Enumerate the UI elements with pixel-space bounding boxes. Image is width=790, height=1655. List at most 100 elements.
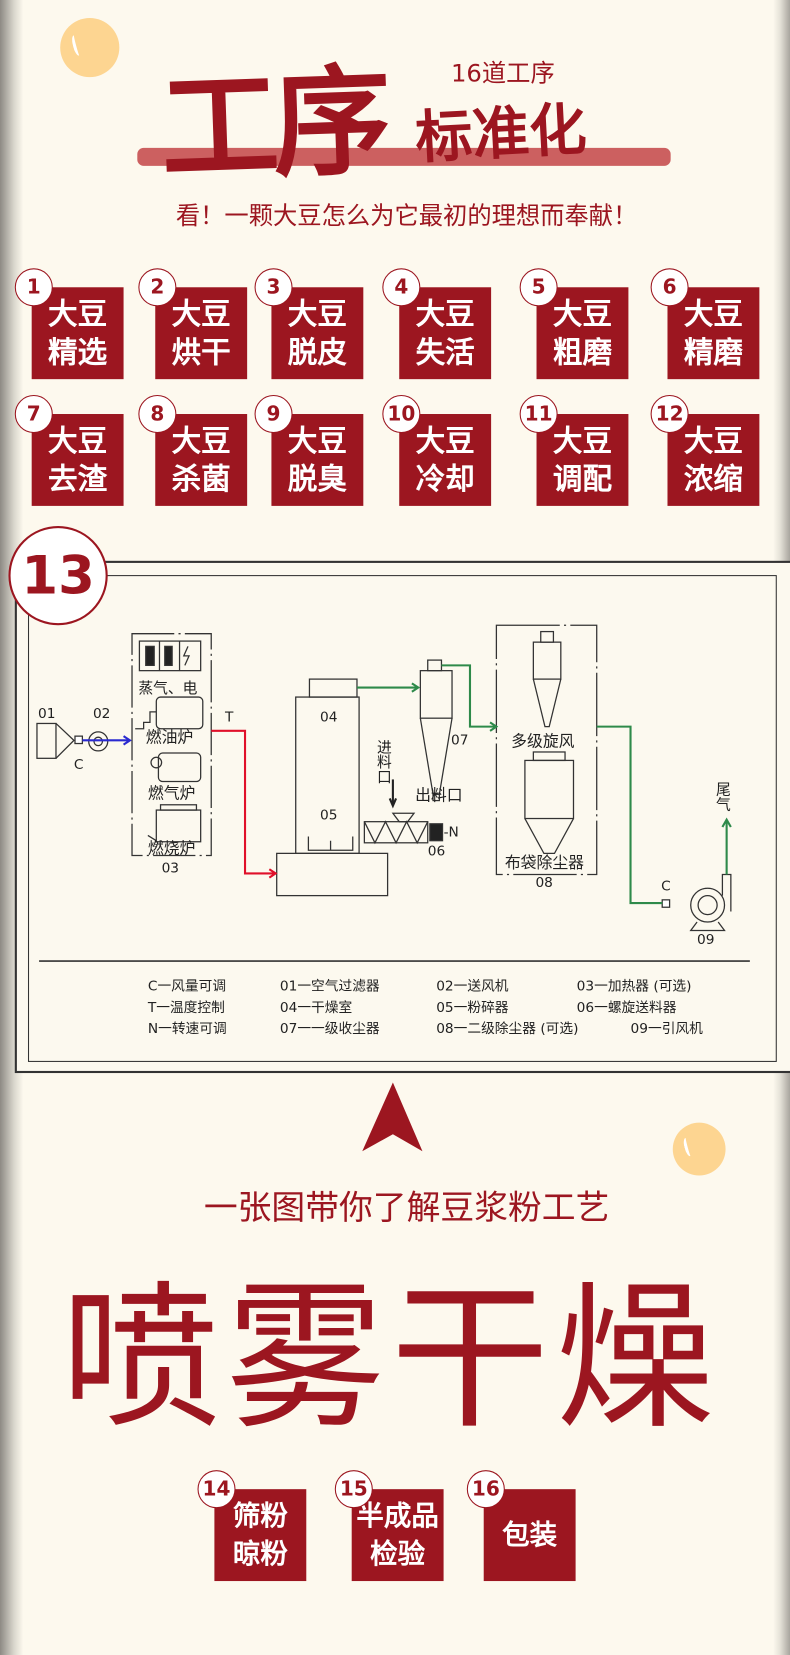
legend-item: 09一引风机: [631, 1021, 704, 1037]
step-number: 16: [466, 1470, 505, 1509]
label-01: 01: [38, 706, 55, 722]
label-05: 05: [320, 808, 337, 824]
decor-dot-2: [672, 1122, 726, 1176]
label-steam-electric: 蒸气、电: [138, 680, 197, 697]
label-02: 02: [93, 706, 110, 722]
legend-item: 02一送风机: [436, 979, 509, 995]
step-line-1: 半成品: [356, 1500, 439, 1532]
label-t: T: [224, 709, 234, 725]
step-number: 10: [382, 395, 421, 434]
label-n: -N: [444, 824, 459, 840]
step-number: 7: [14, 395, 53, 434]
step-number: 6: [650, 268, 689, 307]
label-06: 06: [428, 843, 445, 859]
step-line-2: 精选: [48, 334, 108, 370]
step-line-1: 大豆: [683, 296, 744, 332]
legend-item: 06一螺旋送料器: [577, 1000, 677, 1016]
legend-item: 07一一级收尘器: [280, 1021, 380, 1037]
legend-item: N一转速可调: [148, 1021, 227, 1037]
step-13-number: 13: [8, 525, 108, 626]
label-burn-furnace: 燃烧炉: [148, 838, 196, 857]
step-line-1: 大豆: [552, 296, 613, 332]
step-line-1: 大豆: [48, 422, 108, 458]
step-line-1: 大豆: [683, 422, 744, 458]
step-number: 12: [650, 395, 689, 434]
step-line-2: 去渣: [48, 461, 108, 496]
step-line-2: 失活: [415, 334, 475, 370]
label-multi-cyclone: 多级旋风: [511, 732, 574, 751]
step-line-2: 脱臭: [287, 461, 347, 496]
label-exhaust: 尾气: [714, 782, 731, 812]
spray-drying-process-diagram: 01 02 C 03 T 04 05 07 06 -N 08 09 C 蒸气、电…: [14, 560, 790, 1152]
label-c-valve: C: [74, 757, 84, 773]
legend-item: 03一加热器 (可选): [577, 979, 692, 995]
step-number: 9: [254, 395, 293, 434]
step-line-2: 杀菌: [171, 461, 231, 496]
step-number: 8: [138, 395, 177, 434]
step-line-1: 大豆: [287, 296, 347, 332]
step-count-label: 16道工序: [450, 60, 555, 88]
label-08: 08: [535, 875, 552, 891]
label-gas-furnace: 燃气炉: [148, 783, 196, 802]
step-line-1: 大豆: [287, 422, 347, 458]
step-number: 5: [519, 268, 558, 307]
step-line-1: 大豆: [415, 422, 475, 458]
final-step-badge: 16 包装: [466, 1470, 576, 1582]
step-line-2: 脱皮: [287, 334, 347, 370]
label-oil-furnace: 燃油炉: [146, 727, 194, 746]
step-line-2: 检验: [370, 1538, 426, 1570]
legend-item: 01一空气过滤器: [280, 979, 380, 995]
legend-item: C一风量可调: [148, 979, 226, 995]
label-bag-filter: 布袋除尘器: [505, 853, 584, 872]
step-number: 2: [138, 268, 177, 307]
step-number: 3: [254, 268, 293, 307]
step-line-1: 大豆: [48, 296, 108, 332]
step-line-1: 大豆: [415, 296, 475, 332]
section-title: 喷雾干燥: [61, 1267, 721, 1452]
section-caption: 一张图带你了解豆浆粉工艺: [203, 1187, 610, 1228]
label-04: 04: [320, 709, 337, 725]
legend-item: T一温度控制: [147, 1000, 225, 1016]
label-feed-in: 进料口: [375, 739, 392, 784]
legend-item: 08一二级除尘器 (可选): [436, 1021, 578, 1037]
step-line-2: 晾粉: [232, 1538, 288, 1570]
label-03: 03: [162, 860, 179, 876]
step-number: 14: [197, 1470, 236, 1509]
legend-item: 05一粉碎器: [436, 1000, 509, 1016]
label-feed-out: 出料口: [415, 786, 463, 805]
step-number: 11: [519, 395, 558, 434]
step-number: 4: [382, 268, 421, 307]
step-line-2: 浓缩: [683, 461, 744, 496]
step-line-1: 大豆: [552, 422, 613, 458]
step-line-1: 包装: [502, 1519, 558, 1551]
label-c-valve-2: C: [661, 878, 671, 894]
step-line-1: 大豆: [171, 422, 231, 458]
title-underline-bar: [137, 147, 671, 166]
step-line-1: 大豆: [171, 296, 231, 332]
tagline: 看！一颗大豆怎么为它最初的理想而奉献！: [175, 202, 638, 231]
step-line-2: 烘干: [171, 334, 231, 370]
step-number: 1: [14, 268, 53, 307]
step-line-2: 粗磨: [552, 334, 613, 370]
step-number: 15: [334, 1470, 373, 1509]
decor-dot: [60, 17, 120, 78]
label-09: 09: [697, 932, 714, 948]
legend-item: 04一干燥室: [280, 999, 352, 1016]
step-line-2: 调配: [552, 461, 613, 496]
step-line-2: 精磨: [683, 334, 744, 370]
label-07: 07: [451, 733, 468, 749]
